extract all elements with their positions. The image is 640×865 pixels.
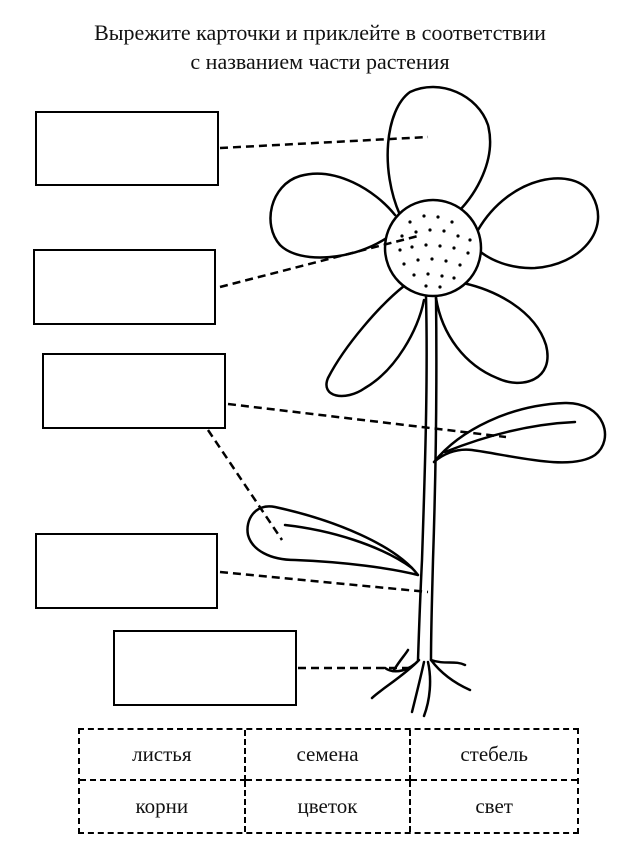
card-roots[interactable]: корни bbox=[80, 781, 246, 832]
petal-lower-left bbox=[325, 284, 426, 398]
petal-upper-right bbox=[476, 177, 600, 270]
leader-1 bbox=[219, 135, 429, 150]
answer-box-1[interactable] bbox=[35, 111, 219, 186]
card-stem[interactable]: стебель bbox=[411, 730, 577, 781]
card-leaves[interactable]: листья bbox=[80, 730, 246, 781]
petal-lower-right bbox=[434, 281, 549, 385]
stem-right-edge bbox=[429, 294, 438, 662]
leader-3 bbox=[227, 402, 507, 439]
answer-box-4[interactable] bbox=[35, 533, 218, 609]
instruction-line-1: Вырежите карточки и приклейте в соответс… bbox=[94, 20, 546, 45]
roots bbox=[370, 648, 472, 718]
leader-2 bbox=[219, 234, 419, 289]
seed-dots bbox=[398, 214, 472, 289]
answer-box-3[interactable] bbox=[42, 353, 226, 429]
leaf-right bbox=[432, 401, 607, 464]
card-light[interactable]: свет bbox=[475, 794, 513, 818]
petal-top bbox=[386, 85, 492, 217]
cutout-cards: листья семена стебель корни цветок свет bbox=[78, 728, 579, 834]
leaf-left bbox=[246, 505, 420, 577]
answer-box-2[interactable] bbox=[33, 249, 216, 325]
petal-upper-left bbox=[269, 172, 397, 259]
stem-left-edge bbox=[416, 294, 428, 662]
card-flower[interactable]: цветок bbox=[246, 781, 412, 832]
leader-3b bbox=[206, 429, 284, 541]
answer-box-5[interactable] bbox=[113, 630, 297, 706]
card-seeds[interactable]: семена bbox=[245, 730, 412, 781]
instruction-line-2: с названием части растения bbox=[190, 49, 450, 74]
leader-4 bbox=[219, 570, 429, 594]
flower-center bbox=[383, 198, 483, 298]
